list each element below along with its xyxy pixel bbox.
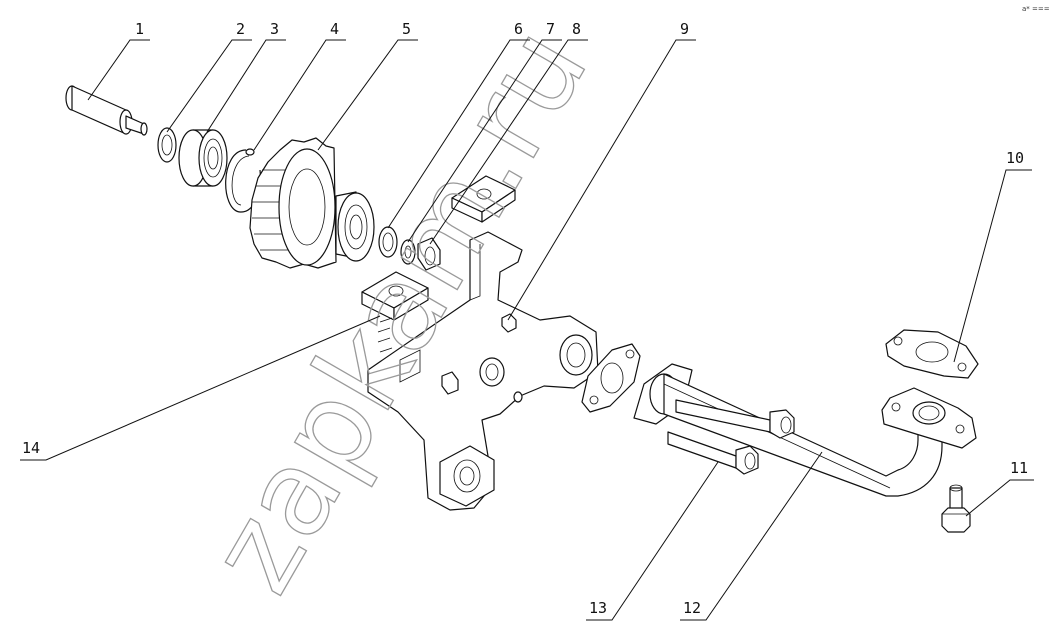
callout-label-11: 11 bbox=[1010, 459, 1028, 477]
shaft-part-1 bbox=[65, 85, 148, 136]
callout-label-10: 10 bbox=[1006, 149, 1024, 167]
callout-1: 1 bbox=[87, 20, 150, 101]
callout-label-9: 9 bbox=[680, 20, 689, 38]
callout-7: 7 bbox=[407, 20, 562, 243]
callout-6: 6 bbox=[387, 20, 530, 229]
callout-label-12: 12 bbox=[683, 599, 701, 617]
bearing-part-3 bbox=[178, 129, 228, 187]
callout-label-14: 14 bbox=[22, 439, 40, 457]
callout-2: 2 bbox=[166, 20, 252, 133]
callout-14: 14 bbox=[20, 315, 381, 461]
flange-gasket bbox=[581, 343, 641, 413]
callout-11: 11 bbox=[965, 459, 1034, 517]
callout-label-4: 4 bbox=[330, 20, 339, 38]
washer-part-6 bbox=[378, 226, 398, 258]
upper-plate bbox=[451, 175, 516, 223]
gear-part-5 bbox=[249, 137, 375, 269]
watermark: zapkam.ru bbox=[183, 5, 614, 614]
gasket-part-10 bbox=[885, 329, 979, 379]
callout-10: 10 bbox=[953, 149, 1032, 363]
callout-label-5: 5 bbox=[402, 20, 411, 38]
callout-label-6: 6 bbox=[514, 20, 523, 38]
washer-part-2 bbox=[157, 127, 177, 163]
callout-label-1: 1 bbox=[135, 20, 144, 38]
callout-label-8: 8 bbox=[572, 20, 581, 38]
washer-part-7 bbox=[400, 239, 416, 265]
pump-housing-part-14 bbox=[361, 231, 599, 511]
callout-4: 4 bbox=[253, 20, 346, 151]
callout-3: 3 bbox=[206, 20, 286, 133]
callout-8: 8 bbox=[429, 20, 588, 245]
nut-part-8 bbox=[417, 237, 441, 271]
callout-9: 9 bbox=[507, 20, 696, 321]
callout-5: 5 bbox=[317, 20, 418, 151]
callout-label-13: 13 bbox=[589, 599, 607, 617]
callout-label-3: 3 bbox=[270, 20, 279, 38]
callout-13: 13 bbox=[586, 461, 719, 621]
bolts-part-13 bbox=[667, 399, 795, 475]
corner-mark: a* === bbox=[1022, 5, 1050, 13]
callout-label-2: 2 bbox=[236, 20, 245, 38]
bolt-part-11 bbox=[941, 484, 971, 533]
callout-label-7: 7 bbox=[546, 20, 555, 38]
callout-12: 12 bbox=[680, 451, 823, 621]
pipe-part-12 bbox=[633, 363, 977, 497]
